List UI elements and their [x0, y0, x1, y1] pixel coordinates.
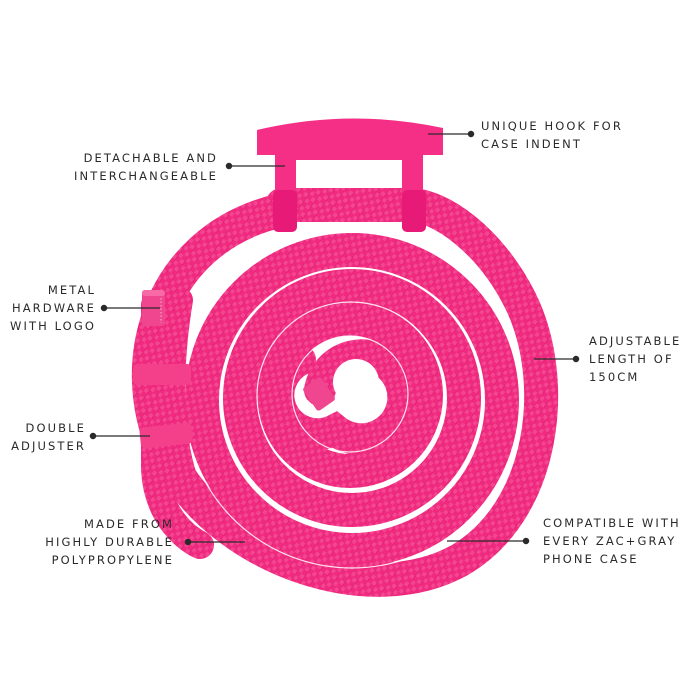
callout-length-line1: ADJUSTABLE	[589, 334, 682, 348]
callout-lines	[89, 130, 580, 546]
inner-end-cap	[303, 377, 335, 411]
callout-material-line2: HIGHLY DURABLE	[45, 535, 174, 549]
callout-compatible-line2: EVERY ZAC+GRAY	[543, 534, 677, 548]
callout-adjuster-line1: DOUBLE	[25, 421, 86, 435]
callout-material: MADE FROM HIGHLY DURABLE POLYPROPYLENE	[45, 515, 174, 569]
callout-detachable-line2: INTERCHANGEABLE	[74, 169, 218, 183]
double-adjuster	[133, 364, 193, 449]
callout-metal-line1: METAL	[47, 283, 96, 297]
callout-metal-line3: WITH LOGO	[9, 319, 96, 333]
callout-hook-line1: UNIQUE HOOK FOR	[481, 119, 623, 133]
callout-material-line1: MADE FROM	[83, 517, 174, 531]
callout-material-line3: POLYPROPYLENE	[51, 553, 174, 567]
hook	[257, 118, 443, 232]
callout-detachable-line1: DETACHABLE AND	[83, 151, 218, 165]
callout-adjuster-line2: ADJUSTER	[11, 439, 86, 453]
callout-adjuster: DOUBLE ADJUSTER	[11, 419, 86, 455]
callout-metal-line2: HARDWARE	[11, 301, 96, 315]
callout-hook-line2: CASE INDENT	[481, 137, 582, 151]
callout-metal-hardware: METAL HARDWARE WITH LOGO	[10, 281, 96, 335]
callout-hook: UNIQUE HOOK FOR CASE INDENT	[481, 117, 623, 153]
callout-compatible-line1: COMPATIBLE WITH	[543, 516, 681, 530]
callout-detachable: DETACHABLE AND INTERCHANGEABLE	[74, 149, 218, 185]
callout-length: ADJUSTABLE LENGTH OF 150CM	[589, 332, 681, 386]
callout-compatible: COMPATIBLE WITH EVERY ZAC+GRAY PHONE CAS…	[543, 514, 681, 568]
rope-spiral	[131, 188, 559, 597]
callout-length-line3: 150CM	[589, 370, 640, 384]
callout-length-line2: LENGTH OF	[589, 352, 674, 366]
callout-compatible-line3: PHONE CASE	[543, 552, 639, 566]
